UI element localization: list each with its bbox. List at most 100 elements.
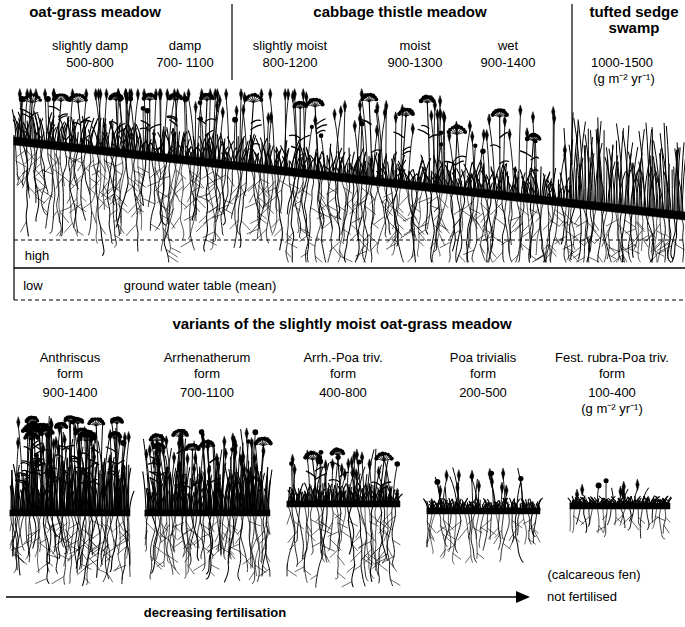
root — [272, 173, 282, 235]
grass-blade — [240, 98, 241, 165]
root — [530, 209, 539, 220]
grass-blade — [109, 123, 116, 152]
root — [298, 185, 307, 193]
grass-blade — [344, 110, 345, 177]
flower-stem — [30, 103, 32, 142]
root — [95, 515, 100, 577]
root — [36, 197, 45, 203]
root — [573, 233, 582, 238]
stem-leaf — [403, 151, 411, 154]
grass-blade — [629, 152, 636, 209]
grass-blade — [649, 172, 656, 212]
root — [34, 146, 38, 222]
grass-ear — [385, 101, 388, 112]
root — [675, 244, 684, 249]
grass-blade — [31, 98, 36, 142]
stem-leaf — [456, 156, 466, 159]
grass-blade — [662, 148, 669, 213]
grass-blade — [365, 162, 366, 180]
root — [557, 237, 566, 241]
flower-stem — [427, 103, 430, 187]
grass-ear — [194, 102, 197, 113]
stem-leaf — [491, 145, 500, 148]
root — [71, 515, 74, 551]
root — [327, 178, 332, 228]
root — [110, 515, 114, 552]
grass-blade — [98, 98, 100, 149]
root — [202, 172, 213, 179]
root — [46, 147, 53, 228]
root — [148, 158, 151, 207]
fertilisation-arrow — [6, 596, 518, 598]
stem-leaf — [141, 121, 150, 126]
root — [663, 216, 665, 262]
grass-blade — [277, 149, 281, 170]
grass-ear — [485, 130, 488, 141]
root — [53, 547, 58, 554]
grass-blade — [234, 121, 235, 165]
root — [323, 222, 331, 229]
grass-blade — [569, 145, 574, 203]
root — [681, 218, 683, 262]
grass-blade — [327, 156, 330, 176]
grass-blade — [325, 167, 333, 176]
root — [199, 194, 210, 198]
grass-blade — [623, 132, 629, 209]
root — [231, 186, 239, 195]
grass-blade — [82, 139, 86, 148]
root — [645, 214, 652, 262]
grass-blade — [600, 176, 606, 207]
root — [26, 515, 31, 559]
root — [277, 173, 283, 250]
root — [171, 248, 180, 253]
grass-blade — [277, 160, 279, 169]
root — [510, 224, 521, 234]
root — [352, 189, 357, 201]
grass-blade — [18, 426, 23, 512]
root — [275, 228, 283, 236]
grass-blade — [274, 150, 282, 170]
root — [70, 198, 77, 206]
root — [93, 541, 105, 549]
grass-ear — [284, 89, 287, 100]
root — [71, 158, 82, 163]
grass-ear — [235, 106, 238, 117]
stem-leaf — [290, 135, 300, 138]
flower-stem — [369, 102, 372, 181]
grass-blade — [472, 140, 474, 191]
grass-ear — [553, 113, 556, 124]
root — [117, 539, 129, 546]
grass-blade — [126, 100, 131, 153]
root — [345, 181, 354, 262]
root — [113, 155, 117, 205]
flower-stem — [499, 117, 500, 194]
root — [350, 233, 358, 241]
root — [319, 178, 325, 262]
root — [79, 515, 87, 559]
root — [12, 515, 18, 556]
grass-blade — [17, 482, 21, 512]
root — [590, 207, 592, 251]
root — [625, 220, 636, 227]
root — [638, 213, 640, 262]
root — [240, 169, 247, 247]
root — [62, 149, 67, 236]
grass-blade — [579, 164, 582, 203]
root — [654, 241, 663, 250]
root — [583, 207, 587, 262]
grass-ear — [99, 89, 102, 100]
root — [374, 217, 384, 224]
root — [69, 523, 78, 528]
grass-ear — [291, 91, 294, 102]
root — [61, 207, 72, 212]
root — [89, 547, 98, 553]
grass-blade — [290, 161, 293, 171]
root — [175, 193, 180, 201]
grass-ear — [439, 96, 442, 107]
grass-blade — [83, 98, 86, 148]
root — [56, 179, 62, 188]
root — [376, 184, 386, 237]
grass-blade — [657, 179, 664, 213]
root — [588, 208, 596, 251]
root — [53, 211, 58, 218]
